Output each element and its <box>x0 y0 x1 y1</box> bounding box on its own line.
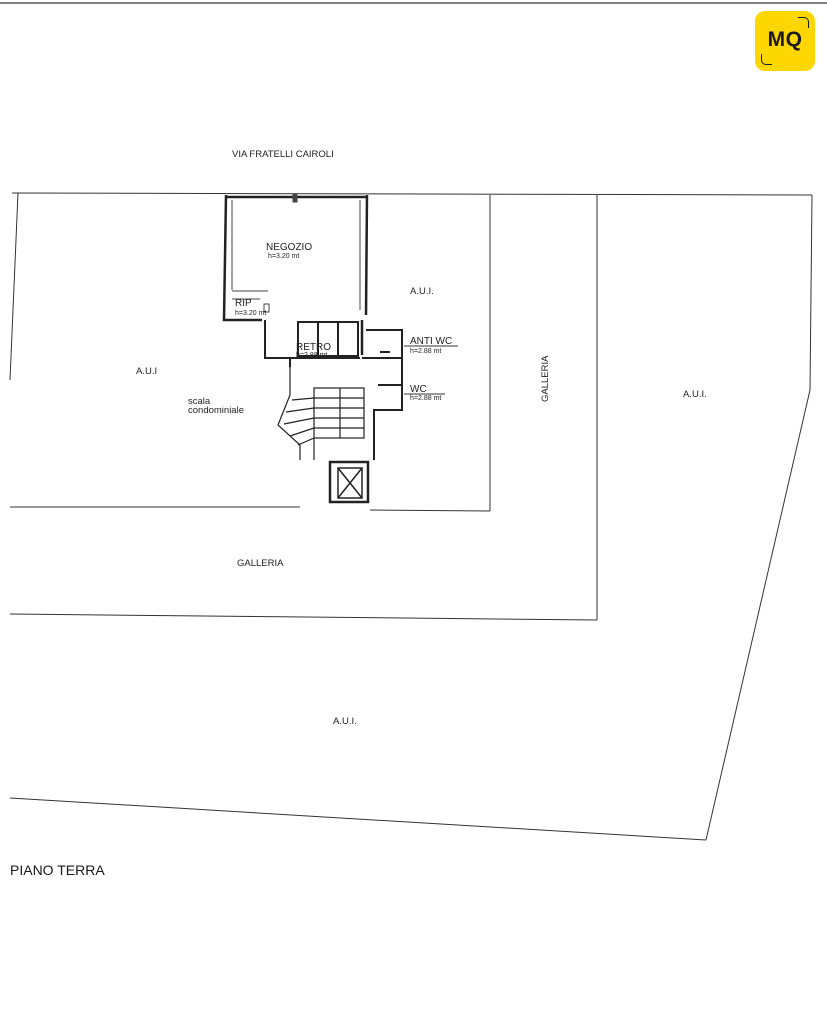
anti-wc-label: ANTI WC <box>410 336 452 347</box>
retro-label: RETRO <box>296 342 331 353</box>
rip-height: h=3.20 mt <box>235 310 266 317</box>
negozio-label: NEGOZIO <box>266 242 312 253</box>
aui-left-label: A.U.I <box>136 366 157 377</box>
scala-label-1: scala <box>188 396 211 407</box>
wc-height: h=2.88 mt <box>410 395 441 402</box>
retro-height: h=2.88 mt <box>296 352 327 359</box>
wc-label: WC <box>410 384 427 395</box>
galleria-zone <box>9 195 598 621</box>
negozio-walls <box>222 194 369 355</box>
galleria-vertical-label: GALLERIA <box>540 355 551 402</box>
aui-bottom-label: A.U.I. <box>333 716 357 727</box>
anti-wc-height: h=2.88 mt <box>410 348 441 355</box>
wc-walls <box>362 329 403 460</box>
logo-corner-bottom-left <box>761 54 772 65</box>
aui-center-top-label: A.U.I. <box>410 286 434 297</box>
wc-labels-leaders <box>404 345 458 395</box>
negozio-inner <box>231 193 361 313</box>
site-boundary <box>9 192 813 841</box>
rip-label: RIP <box>235 298 252 309</box>
negozio-height: h=3.20 mt <box>268 253 299 260</box>
aui-right-label: A.U.I. <box>683 389 707 400</box>
street-label: VIA FRATELLI CAIROLI <box>232 149 334 160</box>
floor-label: PIANO TERRA <box>10 862 105 878</box>
scala-label-2: condominiale <box>188 405 244 416</box>
galleria-horizontal-label: GALLERIA <box>237 558 284 569</box>
retro-walls <box>264 320 360 367</box>
logo-corner-top-right <box>798 17 809 28</box>
scala-condominiale <box>277 367 365 460</box>
lift-shaft <box>328 460 370 504</box>
mq-logo: MQ <box>755 11 815 71</box>
logo-text: MQ <box>767 28 803 51</box>
